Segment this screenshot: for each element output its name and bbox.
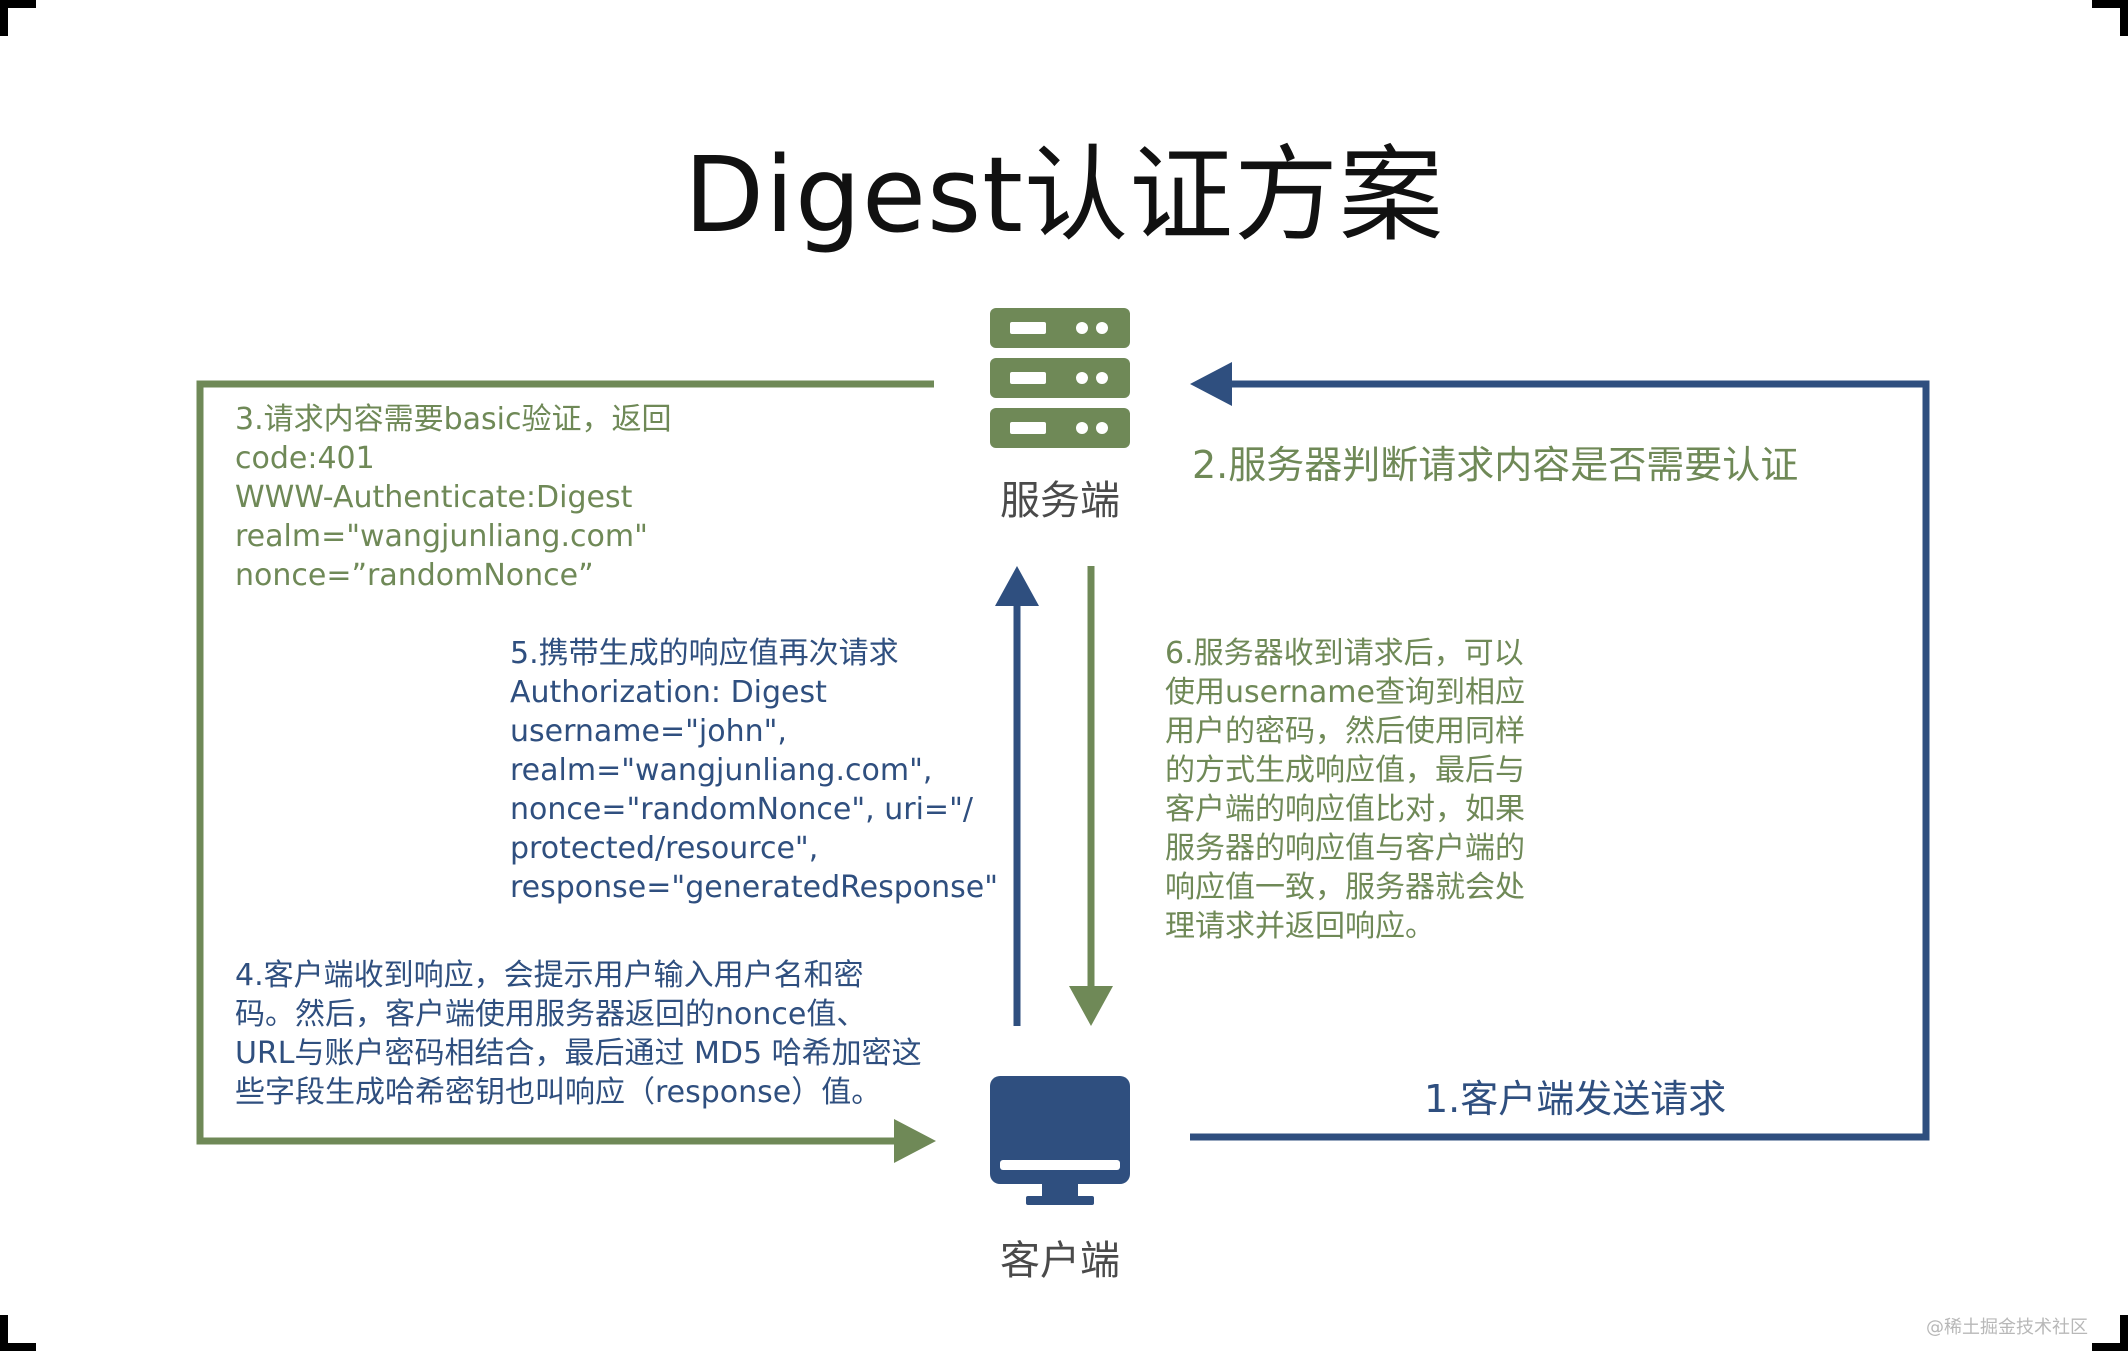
server-label: 服务端 (1000, 478, 1120, 524)
step-4-note: 4.客户端收到响应，会提示用户输入用户名和密 码。然后，客户端使用服务器返回的n… (235, 958, 922, 1110)
connector-request-loop (1190, 380, 1930, 1141)
step-3-note: 3.请求内容需要basic验证，返回 code:401 WWW-Authenti… (235, 402, 672, 593)
corner-mark-top-right (2092, 0, 2128, 36)
step-1-label: 1.客户端发送请求 (1424, 1077, 1727, 1121)
step-2-label: 2.服务器判断请求内容是否需要认证 (1192, 443, 1799, 487)
arrowhead-down (1069, 986, 1113, 1026)
corner-mark-bottom-right (2092, 1315, 2128, 1351)
arrowhead-to-client (894, 1119, 936, 1163)
diagram-title: Digest认证方案 (684, 134, 1444, 256)
step-5-note: 5.携带生成的响应值再次请求 Authorization: Digest use… (510, 636, 999, 905)
connector-challenge-loop (196, 380, 934, 1145)
step-6-note: 6.服务器收到请求后，可以 使用username查询到相应 用户的密码，然后使用… (1165, 636, 1525, 944)
arrowhead-to-server (1190, 362, 1232, 406)
client-label: 客户端 (1000, 1238, 1120, 1284)
watermark: @稀土掘金技术社区 (1926, 1317, 2088, 1338)
desktop-monitor-icon (990, 1076, 1130, 1205)
server-icon (990, 308, 1130, 448)
corner-mark-top-left (0, 0, 36, 36)
corner-mark-bottom-left (0, 1315, 36, 1351)
arrowhead-up (995, 566, 1039, 606)
